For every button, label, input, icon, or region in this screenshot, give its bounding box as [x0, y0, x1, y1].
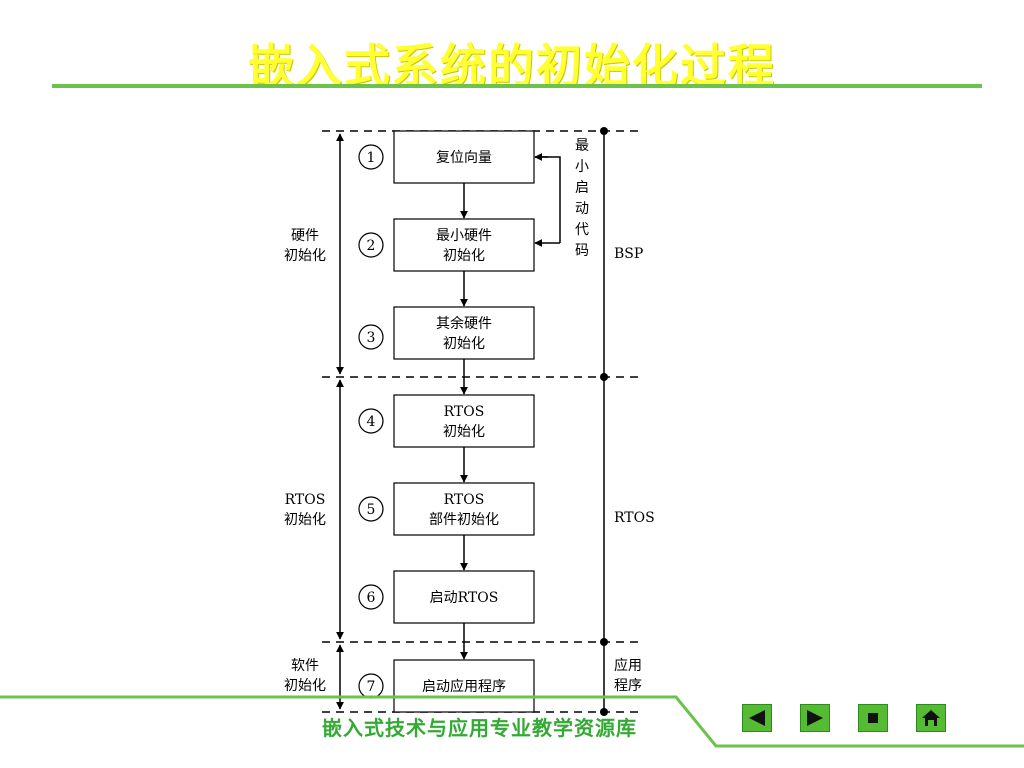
stage-label-hw: 硬件 — [291, 228, 319, 244]
layer-axis — [600, 127, 608, 716]
layer-dot — [600, 373, 608, 381]
step-label: 部件初始化 — [429, 511, 499, 528]
step-label: 其余硬件 — [436, 315, 492, 332]
layer-dot — [600, 638, 608, 646]
step-num-circle — [358, 144, 384, 170]
min-boot-code-char: 动 — [575, 201, 589, 217]
step-number: 2 — [367, 238, 376, 254]
step-box-7 — [393, 659, 535, 713]
stage-label-rtos: 初始化 — [284, 511, 326, 528]
step-box-1 — [393, 130, 535, 184]
step-number: 4 — [367, 414, 376, 430]
prev-icon — [749, 710, 765, 726]
step-box-5 — [393, 482, 535, 536]
layer-dot — [600, 127, 608, 135]
stage-label-sw: 软件 — [291, 658, 319, 674]
min-boot-code-char: 小 — [575, 159, 589, 175]
stage-label-hw: 初始化 — [284, 247, 326, 264]
stage-label-rtos: RTOS — [285, 492, 326, 508]
layer-label-app: 程序 — [614, 678, 642, 694]
next-icon — [807, 710, 823, 726]
step-number: 6 — [367, 590, 376, 606]
stage-label-sw: 初始化 — [284, 677, 326, 694]
step-number: 7 — [367, 679, 376, 695]
step-label: 初始化 — [443, 247, 485, 264]
step-label: RTOS — [444, 492, 485, 508]
footer-title: 嵌入式技术与应用专业教学资源库 — [322, 716, 637, 740]
layer-label-bsp: BSP — [614, 246, 643, 262]
min-boot-code-char: 启 — [575, 180, 589, 196]
min-boot-code-char: 代 — [575, 222, 589, 238]
prev-button[interactable] — [742, 704, 772, 732]
step-label: 初始化 — [443, 335, 485, 352]
title-divider — [52, 84, 982, 88]
step-label: 复位向量 — [436, 149, 492, 166]
home-button[interactable] — [916, 704, 946, 732]
step-label: 最小硬件 — [436, 228, 492, 244]
step-num-circle — [358, 496, 384, 522]
min-boot-code-char: 码 — [575, 243, 589, 259]
layer-label-rtos: RTOS — [614, 510, 655, 526]
layer-dot — [600, 708, 608, 716]
min-boot-bracket — [534, 153, 561, 247]
step-label: 启动RTOS — [430, 590, 499, 606]
step-num-circle — [358, 324, 384, 350]
footer-decoration — [0, 695, 1024, 748]
step-label: 启动应用程序 — [422, 678, 506, 695]
step-number: 3 — [367, 330, 376, 346]
step-box-3 — [393, 306, 535, 360]
step-num-circle — [358, 232, 384, 258]
step-box-6 — [393, 570, 535, 624]
stop-button[interactable] — [858, 704, 888, 732]
layer-label-app: 应用 — [614, 657, 642, 674]
next-button[interactable] — [800, 704, 830, 732]
min-boot-code-char: 最 — [575, 138, 589, 154]
step-num-circle — [358, 408, 384, 434]
step-box-2 — [393, 218, 535, 272]
step-number: 1 — [367, 150, 376, 166]
step-label: 初始化 — [443, 423, 485, 440]
step-label: RTOS — [444, 404, 485, 420]
home-icon — [922, 710, 940, 726]
step-number: 5 — [367, 502, 376, 518]
stop-icon — [868, 713, 878, 723]
step-num-circle — [358, 584, 384, 610]
step-box-4 — [393, 394, 535, 448]
